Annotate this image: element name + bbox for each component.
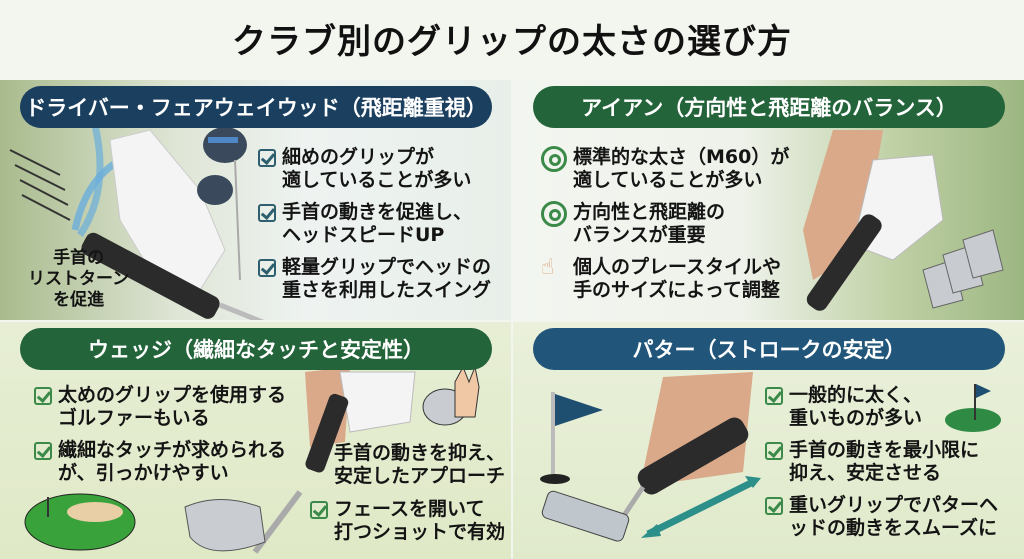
page-title: クラブ別のグリップの太さの選び方 (232, 22, 792, 62)
item-line: 手首の動きを促進し、 (282, 201, 473, 223)
wedge-head (184, 499, 266, 552)
list-item: 手首の動きを促進し、ヘッドスピードUP (258, 201, 491, 247)
checkbox-icon (258, 149, 276, 167)
checkbox-icon (34, 442, 52, 460)
list-item: 標準的な太さ（M60）が適していることが多い (541, 146, 789, 192)
item-line: 軽量グリップでヘッドの (282, 256, 492, 278)
iron-heads (922, 229, 1004, 309)
iron-header: アイアン（方向性と飛距離のバランス） (533, 86, 1005, 128)
item-line: 細めのグリップが (282, 146, 435, 168)
panel-driver: ドライバー・フェアウェイウッド（飛距離重視） 手首のリストターンを促進 細めのグ… (0, 80, 511, 320)
list-item: 繊細なタッチが求められるが、引っかけやすい (34, 439, 286, 485)
flag-icon (540, 392, 603, 484)
target-icon (541, 146, 567, 172)
item-line: 太めのグリップを使用する (58, 384, 287, 406)
wrist-turn-note: 手首のリストターンを促進 (28, 248, 129, 311)
wedge-header: ウェッジ（繊細なタッチと安定性） (20, 328, 492, 370)
item-line: 手のサイズによって調整 (573, 279, 780, 301)
list-item: 一般的に太く、重いものが多い (765, 384, 998, 430)
item-line: 重さを利用したスイング (282, 279, 492, 301)
note-line: リストターン (28, 269, 130, 289)
item-line: 標準的な太さ（M60）が (573, 146, 790, 168)
list-item: 細めのグリップが適していることが多い (258, 146, 491, 192)
driver-header: ドライバー・フェアウェイウッド（飛距離重視） (20, 86, 492, 128)
item-line: 手首の動きを最小限に (789, 439, 980, 461)
checkbox-icon (34, 387, 52, 405)
list-item: 重いグリップでパターヘッドの動きをスムーズに (765, 494, 998, 540)
checkbox-icon (765, 387, 783, 405)
gloved-hand (109, 129, 226, 291)
item-line: 方向性と飛距離の (573, 201, 726, 223)
putter-illustration (540, 372, 1001, 542)
list-item: フェースを開いて打つショットで有効 (310, 498, 505, 544)
item-line: ッドの動きをスムーズに (789, 517, 998, 539)
note-line: 手首の動きを抑え、 (334, 442, 506, 464)
grip (305, 393, 349, 473)
speed-lines (9, 149, 71, 221)
item-line: フェースを開いて (334, 498, 485, 520)
item-line: 個人のプレースタイルや (573, 256, 782, 278)
item-line: ゴルファーもいる (58, 407, 210, 429)
iron-illustration (803, 130, 1004, 311)
driver-illustration (9, 124, 265, 320)
putter-head (541, 490, 630, 542)
checkbox-icon (765, 442, 783, 460)
panel-wedge: ウェッジ（繊細なタッチと安定性） 太めのグリップを使用するゴルファーもいる 繊細… (0, 322, 511, 559)
checkbox-icon (258, 204, 276, 222)
item-line: 繊細なタッチが求められる (58, 439, 287, 461)
item-line: 打つショットで有効 (334, 521, 506, 543)
putter-header: パター（ストロークの安定） (533, 328, 1005, 370)
stroke-arrow-icon (646, 478, 755, 538)
item-line: 適していることが多い (573, 169, 763, 191)
driver-heads (197, 127, 247, 281)
list-item: 太めのグリップを使用するゴルファーもいる (34, 384, 286, 430)
item-line: 抑え、安定させる (789, 462, 942, 484)
list-item: ☝ 個人のプレースタイルや手のサイズによって調整 (541, 256, 789, 302)
hole-flag-icon (945, 384, 1001, 432)
item-line: 一般的に太く、 (789, 384, 923, 406)
pointing-hand-icon: ☝ (541, 255, 555, 280)
green-bunker-icon (24, 493, 136, 551)
open-face-hand-icon (422, 365, 480, 426)
list-item: 手首の動きを最小限に抑え、安定させる (765, 439, 998, 485)
panel-putter: パター（ストロークの安定） 一般的に太く、重いものが多い 手首の動きを最小限に抑… (513, 322, 1024, 559)
wedge-illustration (24, 365, 480, 554)
note-line: 手首の (53, 248, 105, 268)
grip (637, 417, 749, 495)
item-line: バランスが重要 (573, 224, 706, 246)
checkbox-icon (765, 497, 783, 515)
grip (81, 232, 220, 319)
list-item: 軽量グリップでヘッドの重さを利用したスイング (258, 256, 491, 302)
note-line: を促進 (53, 290, 105, 310)
item-line: ヘッドスピードUP (282, 224, 445, 246)
item-line: 適していることが多い (282, 169, 472, 191)
grip (806, 214, 882, 311)
checkbox-icon (310, 501, 328, 519)
wedge-note: 手首の動きを抑え、安定したアプローチ (334, 442, 505, 488)
panel-iron: アイアン（方向性と飛距離のバランス） 標準的な太さ（M60）が適していることが多… (513, 80, 1024, 320)
item-line: 重いものが多い (789, 407, 923, 429)
item-line: が、引っかけやすい (58, 462, 229, 484)
list-item: 方向性と飛距離のバランスが重要 (541, 201, 789, 247)
checkbox-icon (258, 259, 276, 277)
item-line: 重いグリップでパターヘ (789, 494, 999, 516)
note-line: 安定したアプローチ (334, 465, 506, 487)
gloved-hand (339, 371, 416, 433)
target-icon (541, 201, 567, 227)
